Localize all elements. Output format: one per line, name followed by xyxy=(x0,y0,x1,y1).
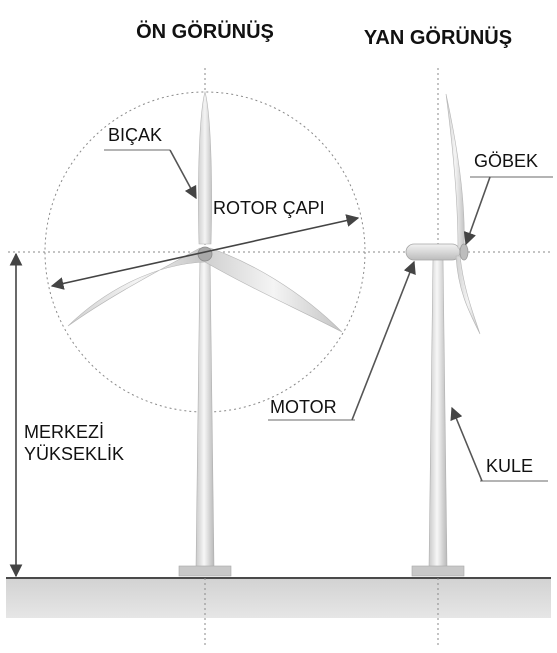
motor-leader xyxy=(351,260,416,421)
side-view-title: YAN GÖRÜNÜŞ xyxy=(364,26,512,49)
blade-leader xyxy=(169,149,197,200)
front-blade-right xyxy=(204,247,343,333)
front-blade-left xyxy=(67,247,206,327)
ground xyxy=(6,578,551,618)
tower-leader xyxy=(450,406,483,482)
front-tower-base xyxy=(178,565,232,577)
blade-label: BIÇAK xyxy=(108,125,162,145)
side-nacelle xyxy=(405,243,461,261)
front-hub xyxy=(197,246,213,262)
hub-height-label-line1: MERKEZİ xyxy=(24,422,104,442)
front-tower xyxy=(195,255,215,569)
front-turbine xyxy=(67,90,343,577)
side-tower-base xyxy=(411,565,465,577)
rotor-diameter-arrow xyxy=(50,214,360,290)
tower-label: KULE xyxy=(486,456,533,476)
hub-leader xyxy=(463,176,491,246)
side-turbine xyxy=(405,93,481,577)
side-tower xyxy=(428,257,448,569)
hub-label: GÖBEK xyxy=(474,151,538,171)
hub-height-label-line2: YÜKSEKLİK xyxy=(24,444,124,464)
side-hub xyxy=(459,243,469,261)
rotor-diameter-label: ROTOR ÇAPI xyxy=(213,198,325,218)
front-view-title: ÖN GÖRÜNÜŞ xyxy=(136,20,274,43)
front-blade-top xyxy=(198,90,212,245)
side-blade-down xyxy=(455,255,481,335)
side-blade-up xyxy=(445,93,465,249)
motor-label: MOTOR xyxy=(270,397,337,417)
